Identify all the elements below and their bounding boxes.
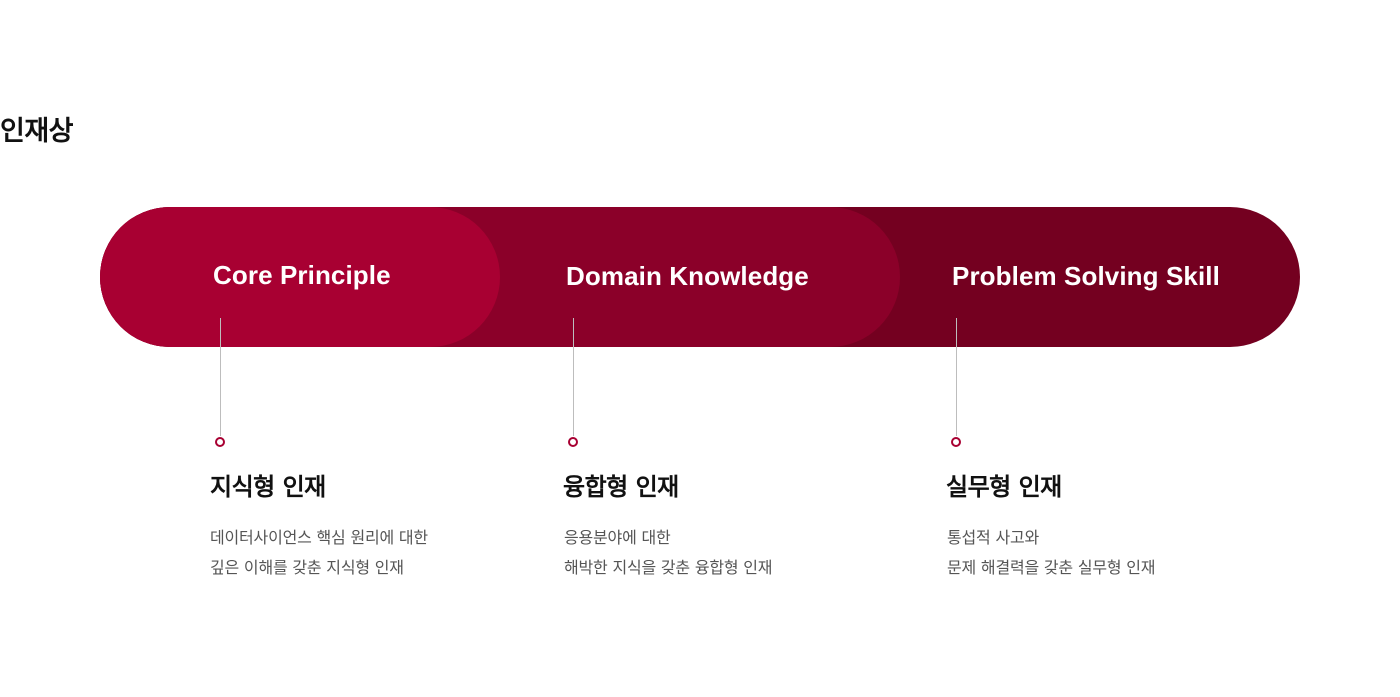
problem-solving-connector-line — [956, 318, 957, 436]
knowledge-description-line-2: 깊은 이해를 갖춘 지식형 인재 — [210, 558, 404, 577]
core-principle-label: Core Principle — [213, 260, 391, 290]
talent-principles-track: Core Principle Domain Knowledge Problem … — [100, 207, 1300, 347]
convergence-talent-description: 응용분야에 대한 해박한 지식을 갖춘 융합형 인재 — [564, 523, 773, 583]
core-principle-connector-line — [220, 318, 221, 436]
practical-talent-title: 실무형 인재 — [946, 473, 1062, 501]
core-principle-pill — [100, 207, 500, 347]
convergence-description-line-2: 해박한 지식을 갖춘 융합형 인재 — [564, 558, 773, 577]
problem-solving-dot-icon — [951, 437, 961, 447]
problem-solving-label: Problem Solving Skill — [952, 261, 1220, 291]
domain-knowledge-label: Domain Knowledge — [566, 261, 809, 291]
section-title: 인재상 — [0, 116, 74, 147]
convergence-description-line-1: 응용분야에 대한 — [564, 528, 671, 547]
practical-description-line-1: 통섭적 사고와 — [947, 528, 1040, 547]
knowledge-talent-title: 지식형 인재 — [210, 473, 326, 501]
domain-knowledge-dot-icon — [568, 437, 578, 447]
domain-knowledge-connector-line — [573, 318, 574, 436]
knowledge-talent-description: 데이터사이언스 핵심 원리에 대한 깊은 이해를 갖춘 지식형 인재 — [210, 523, 428, 583]
core-principle-dot-icon — [215, 437, 225, 447]
practical-talent-description: 통섭적 사고와 문제 해결력을 갖춘 실무형 인재 — [947, 523, 1156, 583]
practical-description-line-2: 문제 해결력을 갖춘 실무형 인재 — [947, 558, 1156, 577]
knowledge-description-line-1: 데이터사이언스 핵심 원리에 대한 — [210, 528, 428, 547]
convergence-talent-title: 융합형 인재 — [563, 473, 679, 501]
